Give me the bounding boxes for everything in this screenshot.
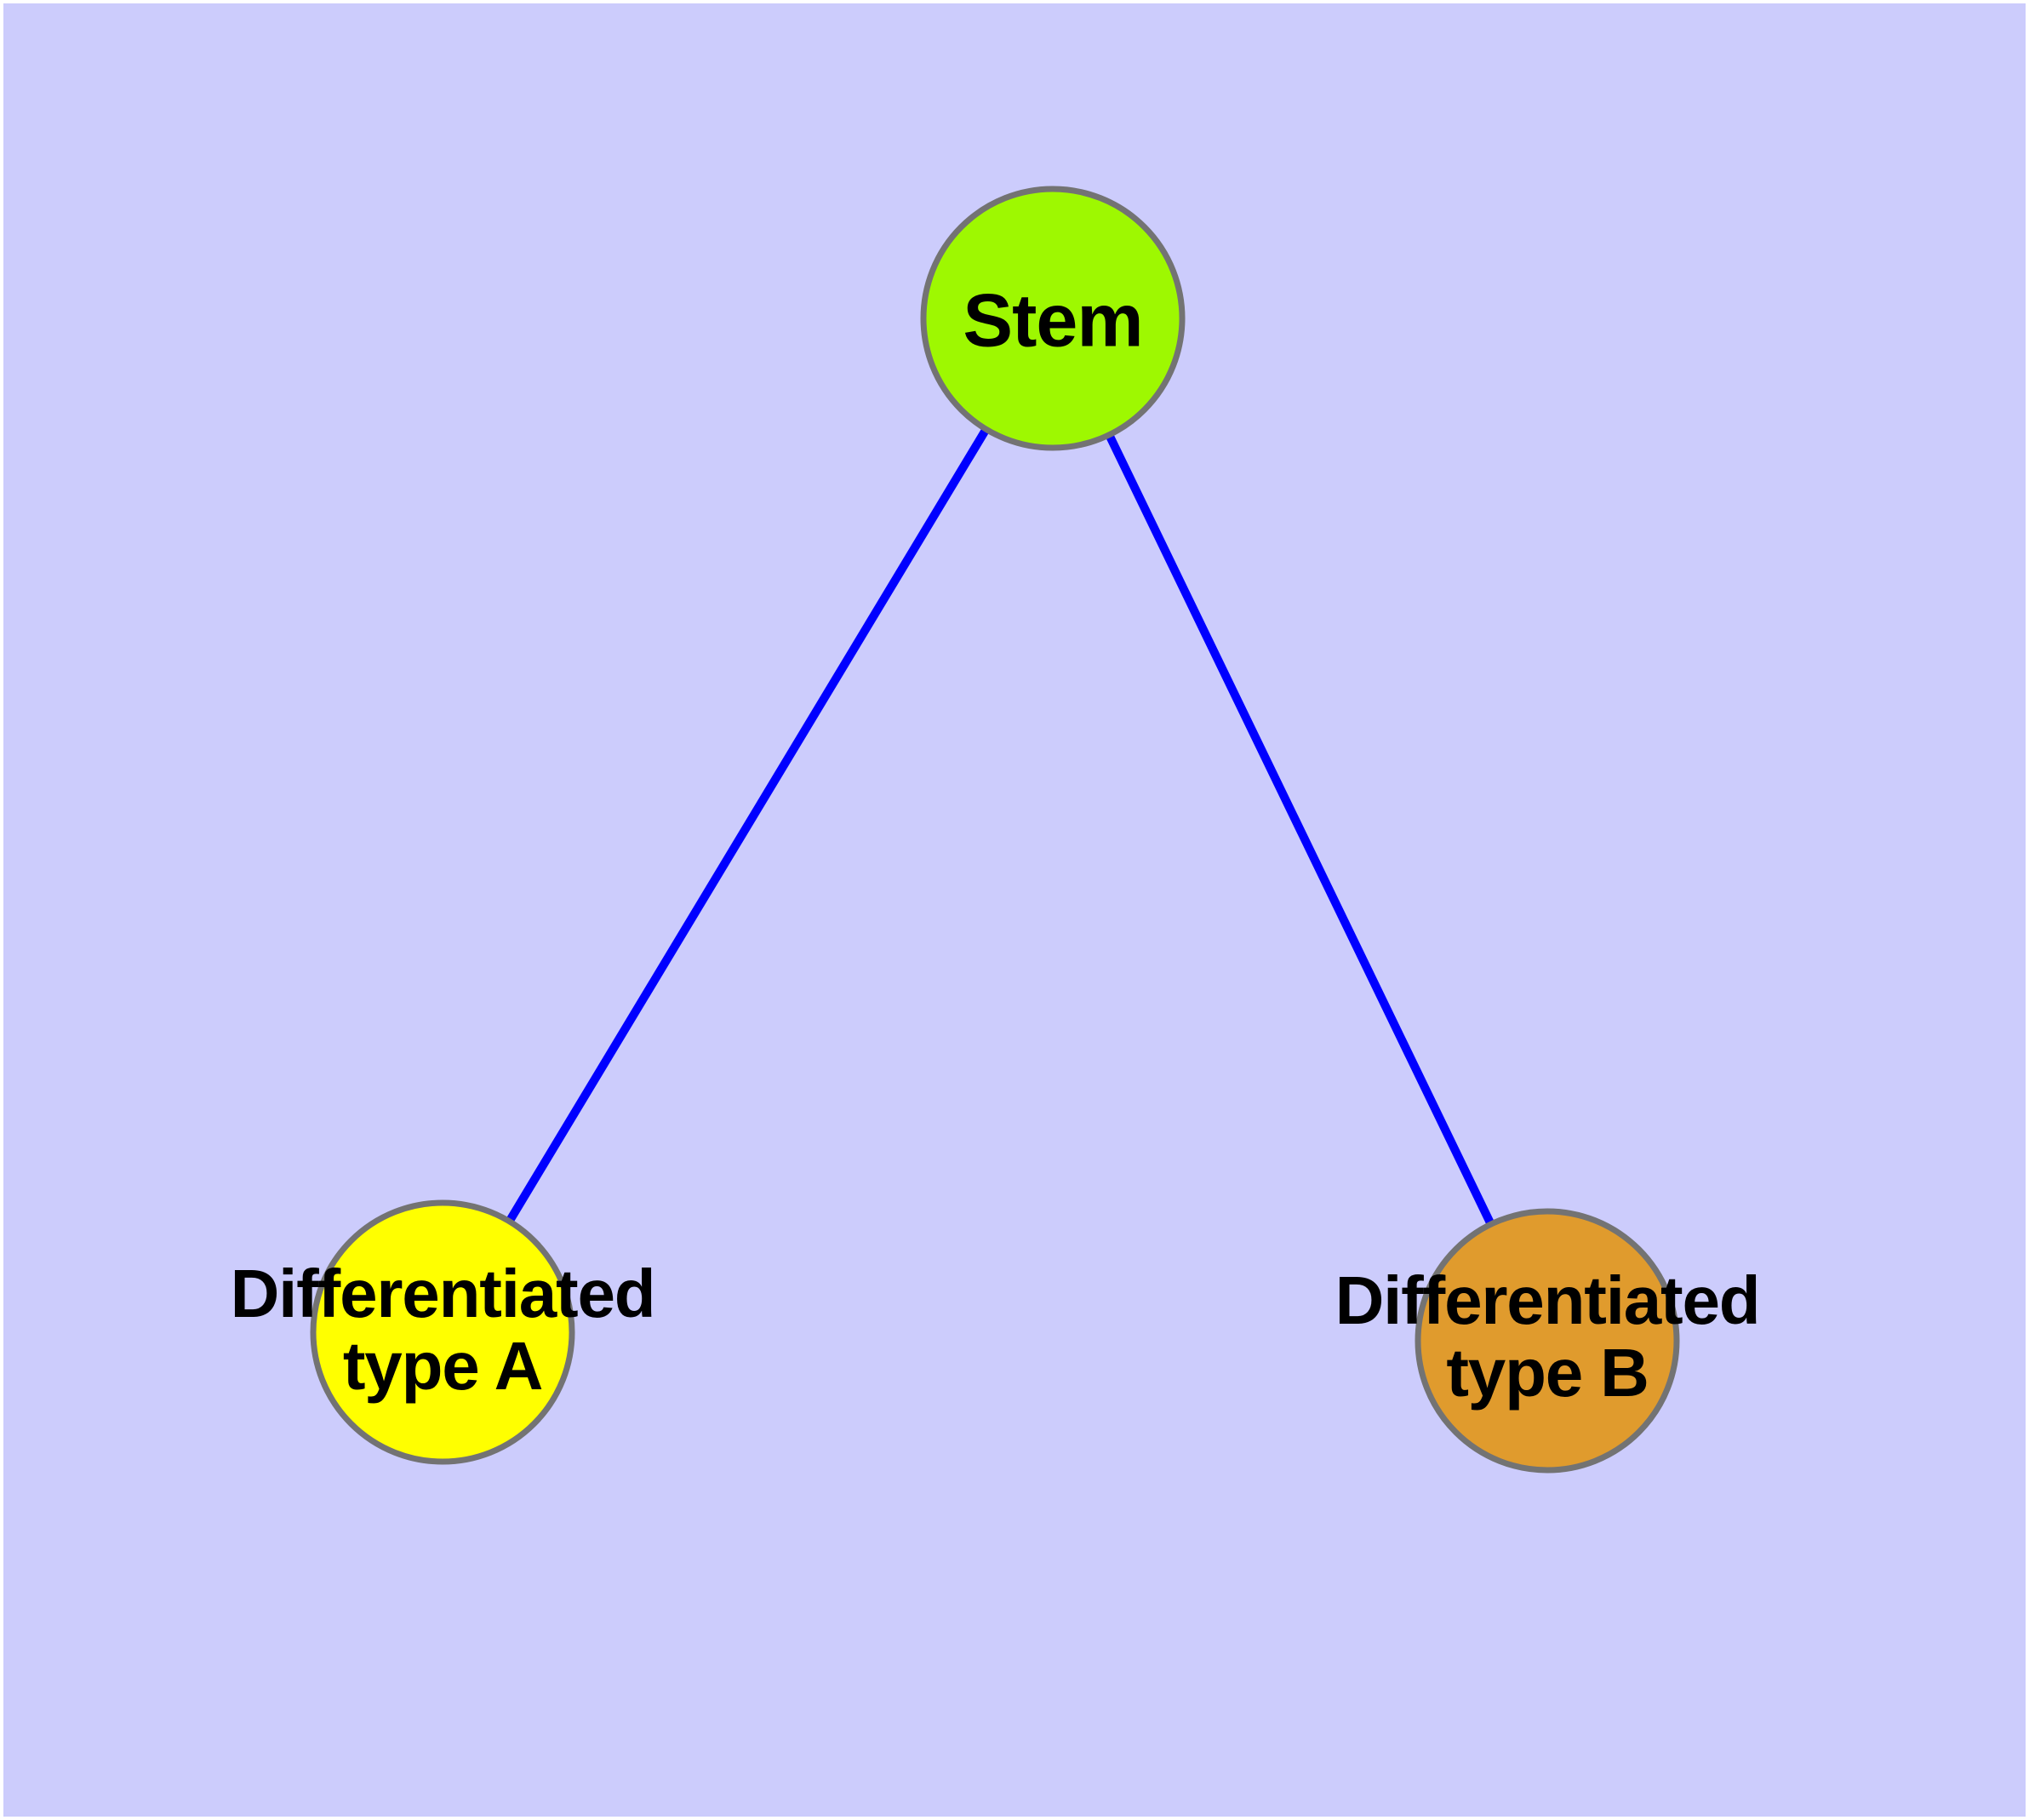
nodes-group (310, 186, 1680, 1474)
edge-stem-to-differentiated-type-b[interactable] (1105, 432, 1495, 1227)
edge-stem-to-differentiated-type-a[interactable] (506, 426, 990, 1224)
node-differentiated-type-b[interactable] (1415, 1208, 1680, 1474)
edges-group (506, 426, 1495, 1227)
node-stem[interactable] (920, 186, 1186, 451)
node-differentiated-type-a[interactable] (310, 1199, 575, 1465)
